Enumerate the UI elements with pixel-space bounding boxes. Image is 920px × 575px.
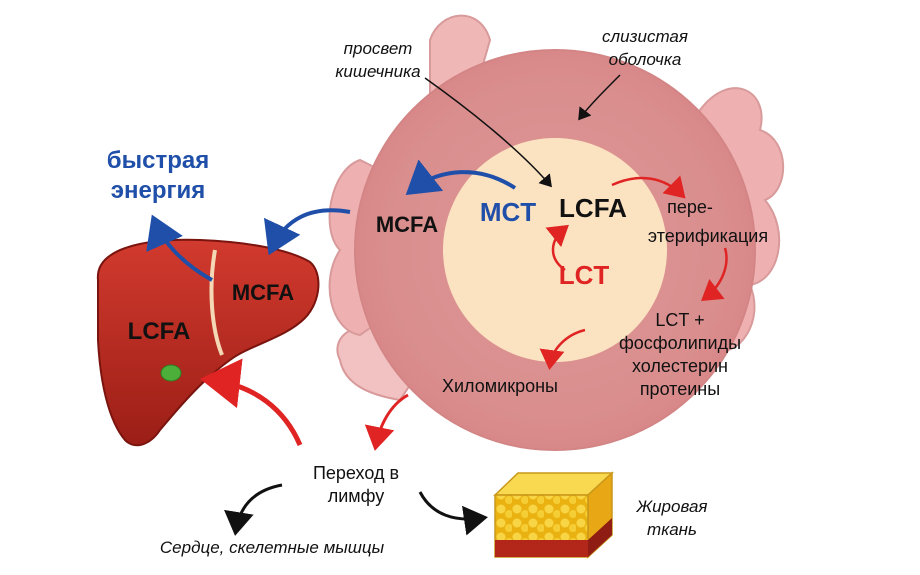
arrow-lct-to-lcfa [545,224,569,272]
lumen-label-1: просвет [344,39,413,58]
fat-label-1: Жировая [636,497,708,516]
arrow-to-chylomicrons [539,328,586,370]
lcfa-gut-label: LCFA [559,193,627,223]
cholesterol-label: холестерин [632,356,728,376]
phospholipids-label: фосфолипиды [619,333,741,353]
mct-label: MCT [480,197,536,227]
reester-label-1: пере- [667,197,713,217]
lymph-label-1: Переход в [313,463,399,483]
arrows [146,74,728,536]
arrow-chylomicrons-to-lymph [364,393,409,451]
arrow-mcfa-to-liver [263,208,351,256]
arrow-mct-to-mcfa [405,159,517,195]
arrow-liver-to-energy [146,214,213,282]
intestine-illustration [328,14,785,451]
mcfa-gut-label: MCFA [376,212,438,237]
mucosa-label-2: оболочка [609,50,682,69]
arrow-lcfa-to-reester [611,175,686,199]
fast-energy-label-1: быстрая [107,147,209,174]
lcfa-liver-label: LCFA [128,318,191,345]
lct-label: LCT [559,260,610,290]
chylomicrons-label: Хиломикроны [442,376,558,396]
fat-label-2: ткань [647,520,697,539]
gallbladder [160,364,182,382]
text-labels: просвет кишечника слизистая оболочка быс… [107,27,768,557]
fat-tissue-illustration [493,471,614,559]
arrow-reester-to-lct [701,247,728,302]
proteins-label: протеины [640,379,720,399]
arrow-lymph-to-heart [224,483,283,536]
arrow-lymph-to-fat [418,491,488,536]
arrow-lymph-to-liver [200,358,303,446]
liver-illustration [96,238,320,447]
intestinal-lumen [443,138,667,362]
mucosa-label-1: слизистая [602,27,688,46]
reester-label-2: этерификация [648,226,768,246]
lymph-label-2: лимфу [328,486,385,506]
arrow-lumen-pointer [424,77,552,188]
arrow-mucosa-pointer [578,74,621,121]
lct-plus-label: LCT + [655,310,704,330]
lumen-label-2: кишечника [335,62,420,81]
fast-energy-label-2: энергия [111,177,206,204]
mcfa-liver-label: MCFA [232,280,294,305]
heart-muscle-label: Сердце, скелетные мышцы [160,538,385,557]
